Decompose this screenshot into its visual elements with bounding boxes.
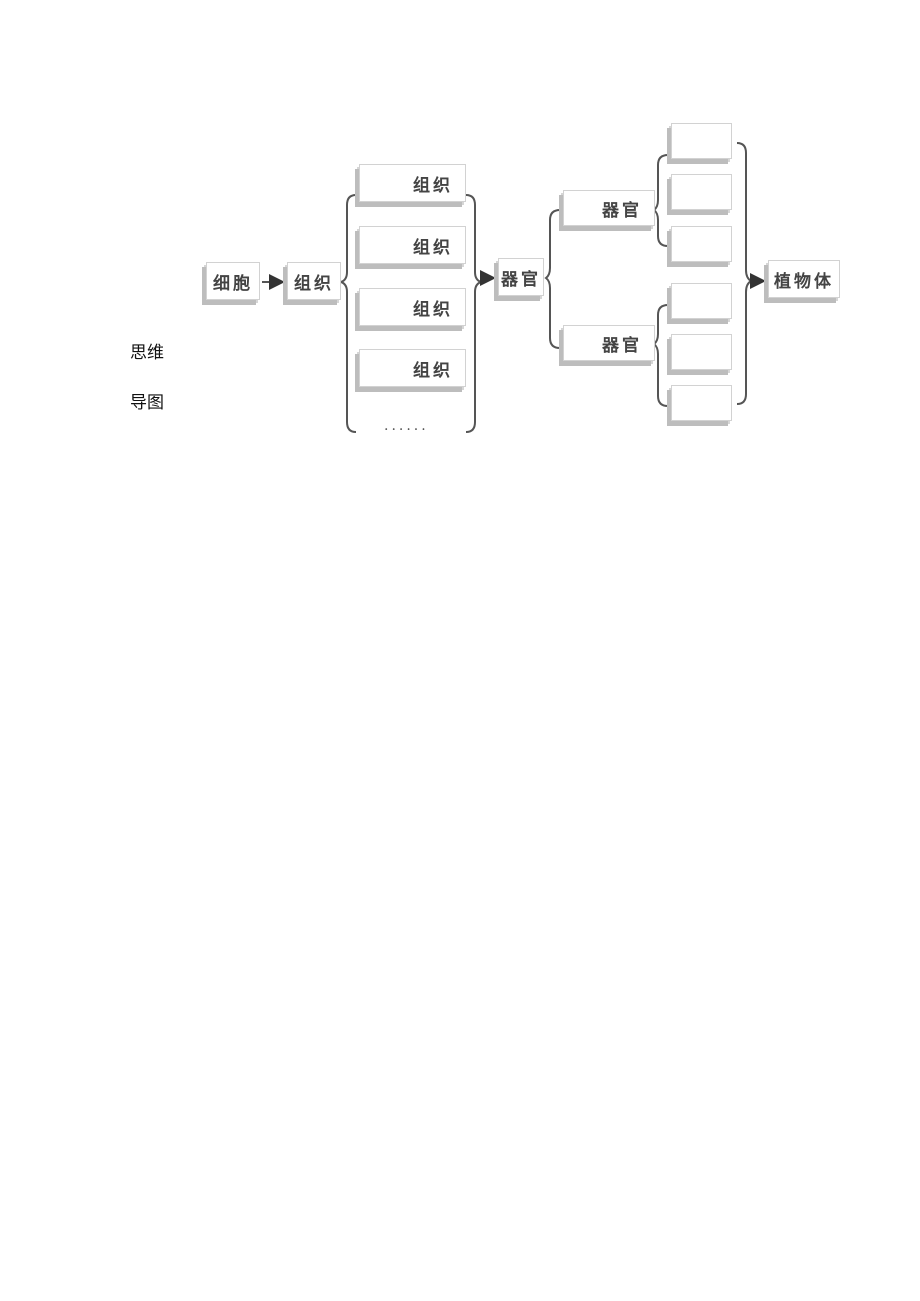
cell-node: 细胞 <box>206 262 260 300</box>
brace-plant <box>736 142 753 405</box>
plant-node: 植物体 <box>768 260 840 298</box>
organ-node-2: 器官 <box>563 325 655 361</box>
organ-group-1-box-1 <box>671 123 732 159</box>
organ-group-1-box-3 <box>671 226 732 262</box>
brace-tissues-right <box>465 194 485 433</box>
organ-group-1-box-2 <box>671 174 732 210</box>
mind-map-label-line2: 导图 <box>130 393 164 413</box>
organ-group-2-box-1 <box>671 283 732 319</box>
organ-main-node: 器官 <box>498 258 544 296</box>
organ-group-2-box-2 <box>671 334 732 370</box>
organ-node-1: 器官 <box>563 190 655 226</box>
tissue-node-1: 组织 <box>359 164 466 202</box>
brace-tissues-left <box>337 194 357 433</box>
organ-label: 器官 <box>602 200 642 221</box>
tissue-node-3: 组织 <box>359 288 466 326</box>
cell-node-label: 细胞 <box>213 273 253 294</box>
brace-organs <box>544 209 561 349</box>
organ-label: 器官 <box>602 335 642 356</box>
tissue-label: 组织 <box>413 299 453 320</box>
tissue-main-label: 组织 <box>294 273 334 294</box>
brace-organ-group-1 <box>652 154 669 247</box>
organ-main-label: 器官 <box>501 269 541 290</box>
tissue-node-4: 组织 <box>359 349 466 387</box>
tissue-main-node: 组织 <box>287 262 341 300</box>
tissue-label: 组织 <box>413 237 453 258</box>
tissue-label: 组织 <box>413 175 453 196</box>
tissue-label: 组织 <box>413 360 453 381</box>
mind-map-label-line1: 思维 <box>130 343 164 363</box>
brace-organ-group-2 <box>652 304 669 407</box>
tissue-more-ellipsis: ...... <box>384 418 429 434</box>
plant-label: 植物体 <box>774 271 834 292</box>
organ-group-2-box-3 <box>671 385 732 421</box>
tissue-node-2: 组织 <box>359 226 466 264</box>
